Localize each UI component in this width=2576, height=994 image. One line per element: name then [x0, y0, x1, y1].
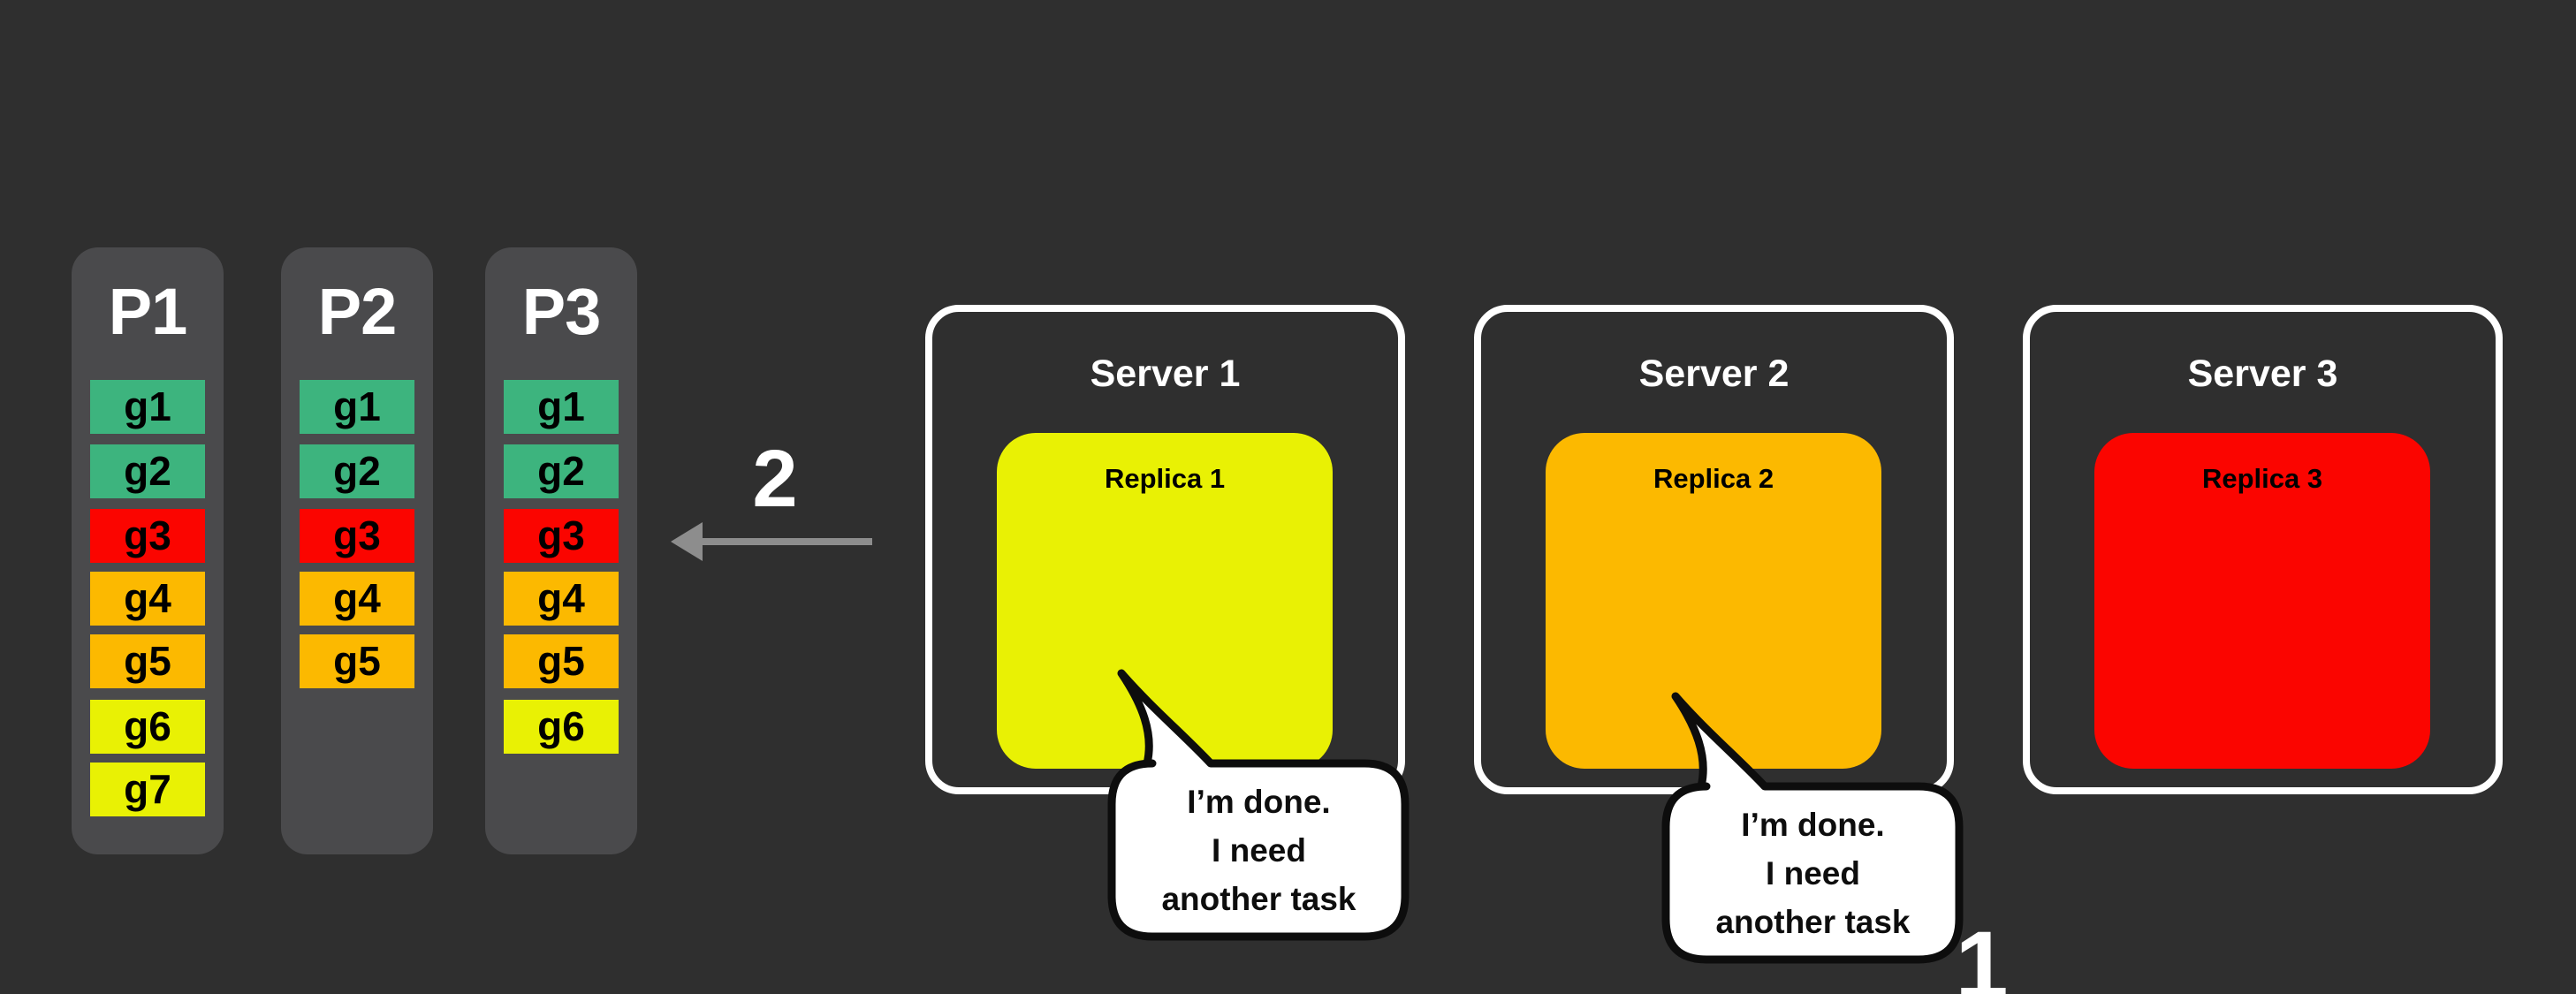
task-cell: g3 [90, 509, 205, 563]
replica-label: Replica 3 [2201, 463, 2323, 494]
speech-bubble-1-shape [1107, 669, 1410, 941]
task-cell: g1 [504, 380, 619, 434]
task-cell: g5 [90, 634, 205, 688]
partition-label: P1 [108, 275, 188, 348]
replica-label: Replica 2 [1653, 463, 1774, 494]
bubble-line: another task [1715, 903, 1911, 940]
step-2-number: 2 [752, 434, 798, 524]
step-1-number: 1 [1955, 911, 2009, 994]
server-label: Server 1 [1090, 353, 1241, 395]
partition-label: P2 [317, 275, 398, 348]
server-label: Server 3 [2187, 353, 2338, 395]
task-cell: g2 [300, 444, 414, 498]
bubble-line: I need [1212, 831, 1306, 869]
speech-bubble-2-shape [1661, 692, 1964, 964]
server-label: Server 2 [1638, 353, 1790, 395]
task-cell: g2 [90, 444, 205, 498]
task-cell: g6 [90, 700, 205, 754]
task-cell: g7 [90, 763, 205, 816]
task-cell: g1 [90, 380, 205, 434]
bubble-line: I’m done. [1187, 783, 1331, 820]
replica-box-3: Replica 3 [2094, 433, 2430, 769]
replica-label: Replica 1 [1104, 463, 1226, 494]
partition-label: P3 [521, 275, 602, 348]
bubble-line: another task [1161, 880, 1356, 917]
bubble-line: I’m done. [1741, 806, 1885, 843]
task-cell: g3 [300, 509, 414, 563]
partition-column-p1: P1 g1 g2 g3 g4 g5 g6 g7 [72, 247, 224, 854]
server-box-3: Server 3 [2023, 305, 2503, 794]
task-cell: g4 [504, 572, 619, 626]
task-cell: g5 [300, 634, 414, 688]
partition-column-p2: P2 g1 g2 g3 g4 g5 [281, 247, 433, 854]
task-cell: g6 [504, 700, 619, 754]
speech-bubble-1: I’m done. I need another task [1106, 763, 1411, 937]
task-cell: g5 [504, 634, 619, 688]
replica-box-2: Replica 2 [1546, 433, 1881, 769]
task-cell: g2 [504, 444, 619, 498]
task-cell: g4 [90, 572, 205, 626]
speech-bubble-2: I’m done. I need another task [1660, 786, 1965, 960]
task-cell: g3 [504, 509, 619, 563]
task-cell: g1 [300, 380, 414, 434]
left-arrow-icon [671, 522, 872, 561]
partition-column-p3: P3 g1 g2 g3 g4 g5 g6 [485, 247, 637, 854]
bubble-line: I need [1766, 854, 1860, 892]
task-cell: g4 [300, 572, 414, 626]
